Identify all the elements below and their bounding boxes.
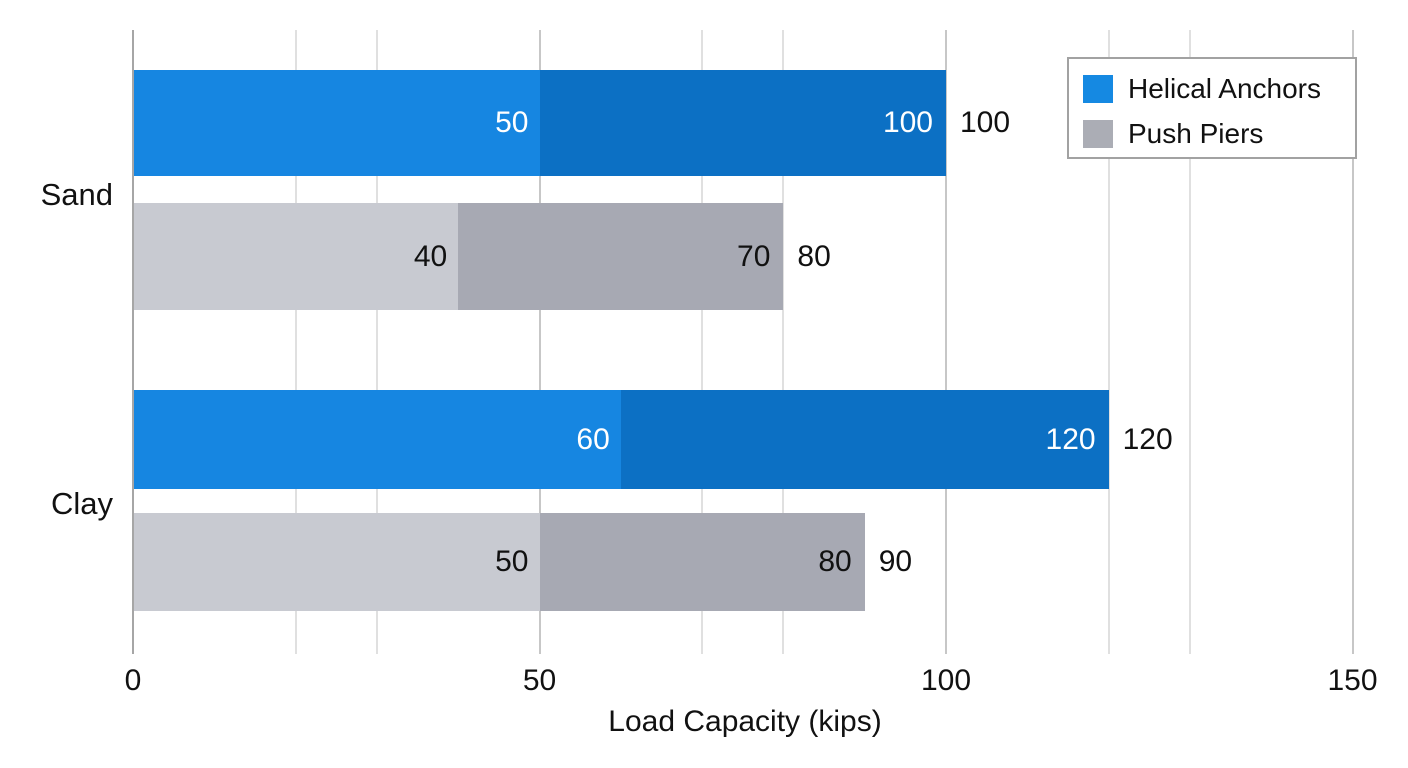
x-tick-label-150: 150 <box>1327 664 1378 697</box>
major-gridline <box>538 30 541 654</box>
minor-gridline <box>294 30 297 654</box>
bar-segment-light <box>134 70 540 176</box>
legend-label-helical-anchors: Helical Anchors <box>1128 72 1321 104</box>
x-tick-label-100: 100 <box>920 664 972 697</box>
bar-total-label: 120 <box>1122 423 1173 456</box>
bar-segment-dark-label: 100 <box>882 106 933 139</box>
bar-segment-light-label: 60 <box>576 423 610 456</box>
legend-item-helical-anchors: Helical Anchors <box>1083 66 1355 111</box>
bar-segment-light <box>134 513 540 611</box>
minor-gridline <box>1107 30 1110 654</box>
bar-segment-dark <box>458 203 784 310</box>
bar-segment-light <box>134 390 621 489</box>
bar-segment-light-label: 50 <box>495 106 529 139</box>
y-axis-line <box>132 30 134 654</box>
bar-total-label: 80 <box>797 240 831 273</box>
x-tick-label-50: 50 <box>522 664 557 697</box>
bar-segment-dark-label: 80 <box>818 545 852 578</box>
legend-label-push-piers: Push Piers <box>1128 117 1264 149</box>
legend-swatch-push-piers <box>1083 119 1113 148</box>
bar-segment-dark <box>620 390 1109 489</box>
category-label-sand: Sand <box>40 177 113 212</box>
category-label-clay: Clay <box>50 486 113 521</box>
x-tick-label-0: 0 <box>124 664 142 697</box>
minor-gridline <box>375 30 378 654</box>
major-gridline <box>945 30 947 654</box>
bar-total-label: 100 <box>960 106 1011 139</box>
minor-gridline <box>701 30 704 654</box>
legend-item-push-piers: Push Piers <box>1083 111 1355 156</box>
minor-gridline <box>782 30 785 654</box>
legend-swatch-helical-anchors <box>1083 74 1113 103</box>
x-axis-title: Load Capacity (kips) <box>608 705 882 738</box>
bar-segment-dark <box>539 513 865 611</box>
bar-segment-dark-label: 70 <box>737 240 771 273</box>
bar-segment-light <box>134 203 459 310</box>
major-gridline <box>1351 30 1354 654</box>
bar-segment-dark <box>539 70 946 176</box>
bar-segment-dark-label: 120 <box>1045 423 1096 456</box>
legend: Helical Anchors Push Piers <box>1067 57 1357 159</box>
bar-segment-light-label: 50 <box>495 545 529 578</box>
bar-segment-light-label: 40 <box>413 240 448 273</box>
bar-total-label: 90 <box>878 545 913 578</box>
minor-gridline <box>1188 30 1191 654</box>
